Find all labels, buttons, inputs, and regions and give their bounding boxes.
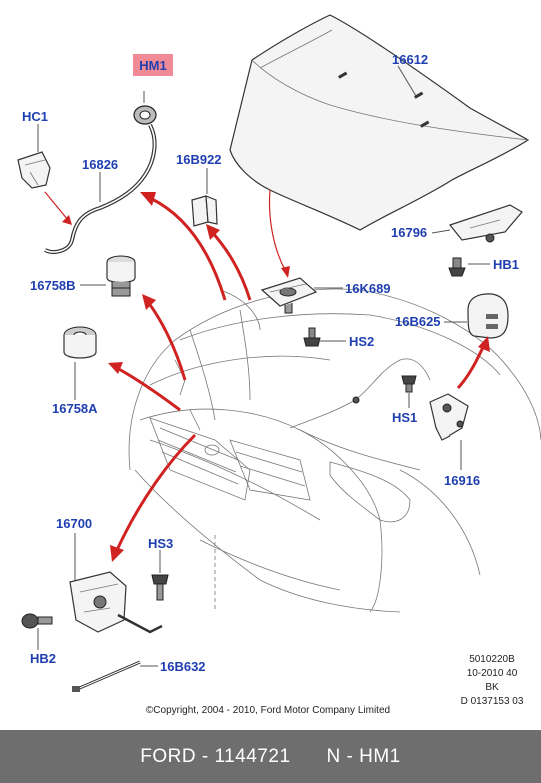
label-hb2: HB2 (30, 651, 56, 666)
leader-16796 (431, 229, 451, 234)
bumper-16758b (106, 255, 136, 297)
cable-clip (352, 396, 360, 404)
arrow-to-16700 (115, 433, 197, 551)
label-hm1: HM1 (139, 58, 166, 73)
arrow-to-16b922 (210, 231, 252, 301)
hood-latch-diagram: HM1 (17, 14, 541, 716)
label-16916: 16916 (444, 473, 480, 488)
meta-line-1: 5010220B (469, 654, 515, 665)
label-16b632: 16B632 (160, 659, 206, 674)
label-16b922: 16B922 (176, 152, 222, 167)
label-hs3: HS3 (148, 536, 173, 551)
label-16826: 16826 (82, 157, 118, 172)
arrowhead-hc1 (62, 215, 72, 225)
bracket-16796 (448, 204, 523, 243)
arrowhead-16b922 (206, 224, 220, 240)
arrow-to-16b625 (456, 344, 486, 390)
meta-line-4: D 0137153 03 (461, 696, 524, 707)
arrow-hc1 (44, 191, 69, 221)
handle-16b625 (467, 293, 509, 339)
prop-rod-16826 (44, 124, 157, 254)
label-hb1: HB1 (493, 257, 519, 272)
hm1-highlight-box (133, 54, 173, 76)
footer-bar: FORD - 1144721 N - HM1 (0, 730, 541, 783)
lever-16916 (429, 393, 469, 441)
arrowhead-16758b (142, 294, 156, 310)
screw-hs3 (151, 574, 169, 601)
release-cable (289, 358, 431, 429)
striker-16k689 (260, 277, 318, 314)
label-16758b: 16758B (30, 278, 76, 293)
label-16612: 16612 (392, 52, 428, 67)
label-16b625: 16B625 (395, 314, 441, 329)
leader-16612 (397, 65, 417, 97)
hm1-callout: HM1 (133, 54, 173, 76)
label-hc1: HC1 (22, 109, 48, 124)
label-hs1: HS1 (392, 410, 417, 425)
bolt-hb2 (21, 613, 53, 629)
screw-hs2 (303, 327, 321, 347)
meta-line-3: BK (485, 682, 499, 693)
copyright-text: ©Copyright, 2004 - 2010, Ford Motor Comp… (146, 705, 390, 716)
meta-line-2: 10-2010 40 (467, 668, 518, 679)
arrowhead-16826 (140, 192, 156, 206)
arrowhead-16b625 (478, 336, 490, 352)
arrow-to-16758a (116, 366, 181, 412)
arrow-to-16758b (146, 301, 187, 381)
label-16700: 16700 (56, 516, 92, 531)
rod-16b632 (72, 660, 141, 692)
footer-reference: N - HM1 (326, 745, 401, 767)
clip-hc1 (17, 151, 51, 189)
label-hs2: HS2 (349, 334, 374, 349)
screw-hs1 (401, 375, 417, 393)
bolt-hb1 (448, 257, 466, 277)
grommet-hm1 (133, 105, 157, 125)
arrow-to-16k689 (268, 189, 286, 271)
label-16758a: 16758A (52, 401, 98, 416)
hood-panel-16612 (229, 14, 530, 231)
arrowhead-16k689 (281, 266, 290, 278)
label-16796: 16796 (391, 225, 427, 240)
latch-16700 (69, 571, 163, 634)
arrow-to-16826 (149, 196, 227, 301)
arrowhead-16758a (108, 362, 123, 374)
bumper-16758a (63, 326, 97, 359)
footer-part-number: FORD - 1144721 (140, 745, 291, 767)
label-16k689: 16K689 (345, 281, 391, 296)
red-arrows (108, 189, 490, 562)
car-body-outline (128, 288, 541, 613)
arrowhead-16700 (110, 545, 124, 562)
bumper-16b922 (191, 195, 218, 227)
